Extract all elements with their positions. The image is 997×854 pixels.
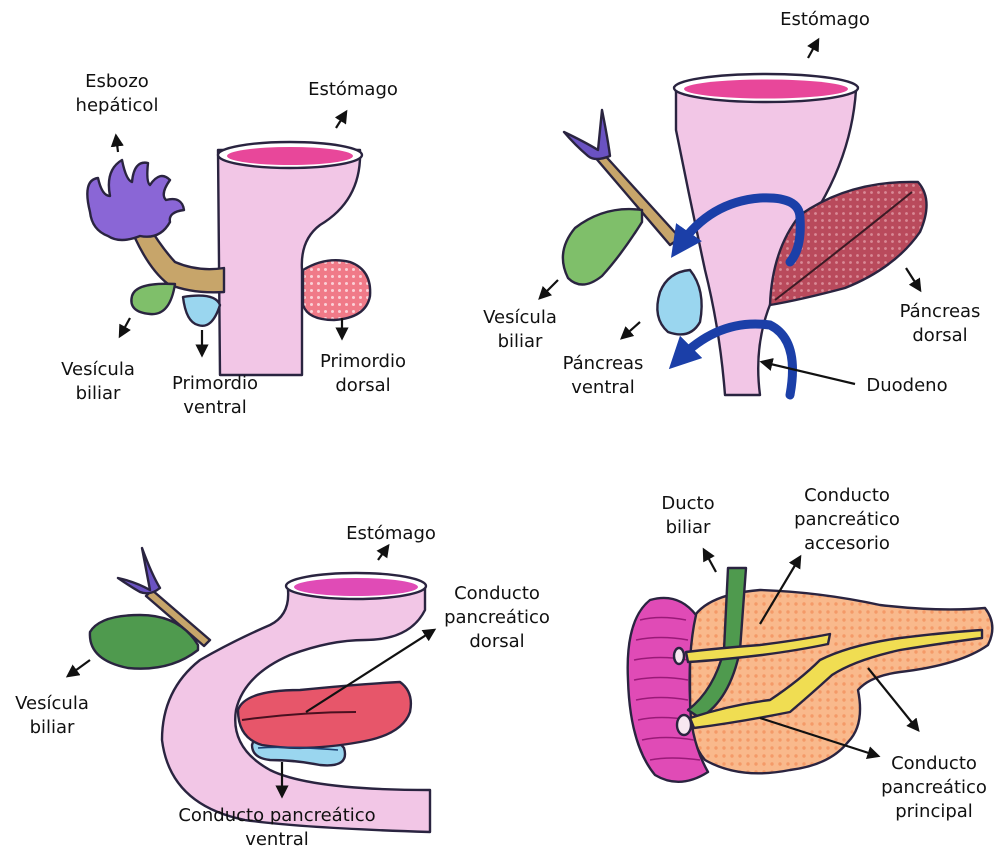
label-conducto-principal: Conducto pancreático principal	[872, 752, 996, 824]
panel-1-primordia	[87, 112, 370, 375]
label-line: Ducto	[648, 492, 728, 516]
label-esbozo-hepatico: Esbozo hepáticol	[62, 70, 172, 118]
label-line: ventral	[162, 828, 392, 852]
label-line: pancreático	[872, 776, 996, 800]
label-line: Estómago	[298, 78, 408, 102]
label-primordio-ventral: Primordio ventral	[160, 372, 270, 420]
hepatic-bud	[87, 160, 184, 240]
label-estomago-3: Estómago	[336, 522, 446, 546]
liver-bud-fork	[564, 110, 610, 159]
papilla-minor	[674, 648, 684, 664]
arrow-ducto-biliar	[704, 550, 716, 572]
arrow-ventral-2	[622, 322, 640, 338]
gallbladder-bud	[131, 284, 175, 314]
label-line: Vesícula	[48, 358, 148, 382]
arrow-vesicula-1	[120, 318, 130, 336]
label-line: biliar	[470, 330, 570, 354]
label-line: dorsal	[308, 374, 418, 398]
label-estomago-1: Estómago	[298, 78, 408, 102]
label-line: Páncreas	[890, 300, 990, 324]
label-vesicula-2: Vesícula biliar	[470, 306, 570, 354]
label-primordio-dorsal: Primordio dorsal	[308, 350, 418, 398]
panel-3-fusion	[68, 546, 434, 832]
label-line: Estómago	[336, 522, 446, 546]
label-conducto-dorsal: Conducto pancreático dorsal	[432, 582, 562, 654]
label-line: dorsal	[890, 324, 990, 348]
stomach-opening-inner-2	[684, 80, 848, 99]
arrow-dorsal-2	[906, 268, 920, 290]
label-line: Conducto	[872, 752, 996, 776]
label-line: Conducto pancreático	[162, 804, 392, 828]
label-line: Duodeno	[852, 374, 962, 398]
gallbladder-2	[563, 209, 642, 284]
label-line: Conducto	[432, 582, 562, 606]
label-line: Vesícula	[2, 692, 102, 716]
arrow-vesicula-2	[540, 280, 558, 298]
panel-4-mature	[628, 550, 993, 782]
label-vesicula-3: Vesícula biliar	[2, 692, 102, 740]
ventral-primordium	[183, 296, 220, 326]
label-line: pancreático	[432, 606, 562, 630]
label-conducto-accesorio: Conducto pancreático accesorio	[782, 484, 912, 556]
arrow-vesicula-3	[68, 660, 90, 676]
label-line: Esbozo	[62, 70, 172, 94]
label-line: accesorio	[782, 532, 912, 556]
label-line: biliar	[2, 716, 102, 740]
label-line: Estómago	[770, 8, 880, 32]
label-line: ventral	[160, 396, 270, 420]
label-line: dorsal	[432, 630, 562, 654]
liver-fork-3	[118, 548, 160, 593]
label-pancreas-dorsal: Páncreas dorsal	[890, 300, 990, 348]
dorsal-primordium	[303, 260, 370, 320]
stomach-opening-inner	[227, 147, 353, 165]
label-line: Páncreas	[548, 352, 658, 376]
arrow-estomago-2	[808, 40, 818, 58]
label-ducto-biliar: Ducto biliar	[648, 492, 728, 540]
label-line: ventral	[548, 376, 658, 400]
arrow-esbozo	[116, 136, 118, 152]
label-line: Primordio	[308, 350, 418, 374]
label-line: Primordio	[160, 372, 270, 396]
label-vesicula-1: Vesícula biliar	[48, 358, 148, 406]
label-line: biliar	[648, 516, 728, 540]
label-pancreas-ventral: Páncreas ventral	[548, 352, 658, 400]
label-conducto-ventral: Conducto pancreático ventral	[162, 804, 392, 852]
label-line: hepáticol	[62, 94, 172, 118]
ventral-pancreas-2	[657, 270, 701, 334]
panel-2-rotation	[540, 40, 927, 395]
label-line: Conducto	[782, 484, 912, 508]
arrow-duodeno	[762, 362, 855, 384]
label-line: pancreático	[782, 508, 912, 532]
dorsal-pancreas-3	[238, 682, 411, 748]
label-estomago-2: Estómago	[770, 8, 880, 32]
label-line: Vesícula	[470, 306, 570, 330]
arrow-estomago-3	[378, 546, 388, 560]
arrow-principal-b	[868, 668, 918, 730]
label-line: principal	[872, 800, 996, 824]
arrow-estomago-1	[336, 112, 346, 128]
label-duodeno: Duodeno	[852, 374, 962, 398]
stomach-opening-inner-3	[294, 578, 418, 596]
label-line: biliar	[48, 382, 148, 406]
